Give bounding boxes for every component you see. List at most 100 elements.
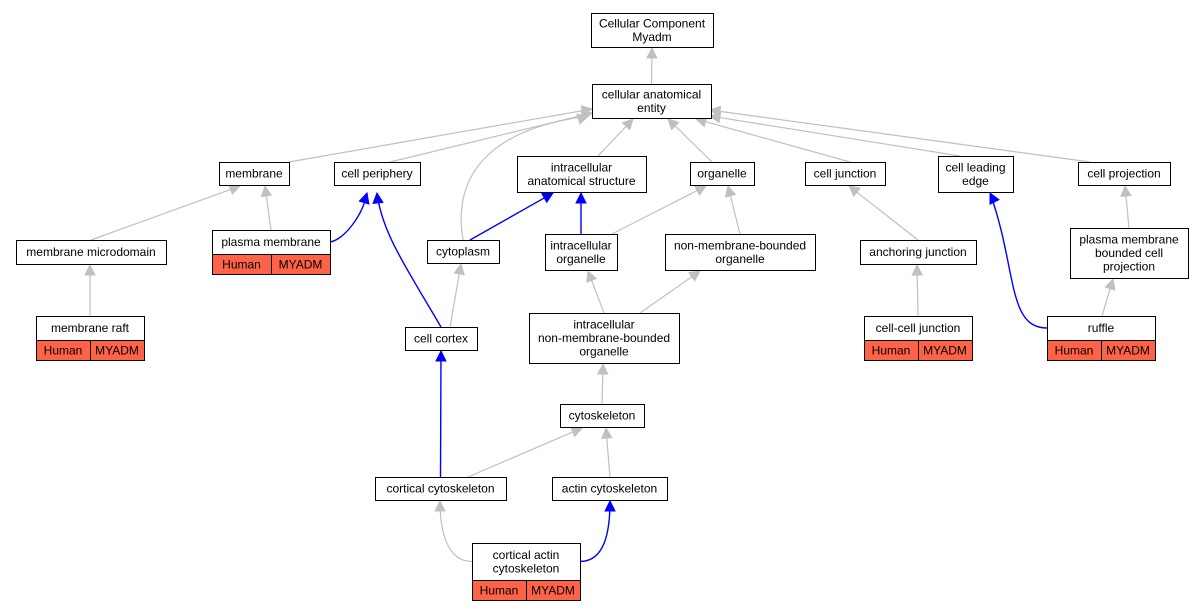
edge-arrowhead	[260, 184, 273, 198]
edge-line	[705, 121, 851, 163]
node-box	[219, 162, 290, 186]
node-label-line: edge	[962, 174, 989, 188]
edge-line	[729, 195, 741, 235]
edge-cae-to-root	[646, 46, 658, 85]
node-cytoplasm[interactable]: cytoplasm	[427, 240, 500, 264]
node-label-line: cell junction	[814, 167, 877, 181]
node-box	[405, 327, 478, 351]
node-label-line: cell leading	[945, 160, 1005, 174]
edge-arrowhead	[604, 499, 616, 512]
edge-line	[288, 110, 583, 163]
node-label-line: cell periphery	[341, 167, 412, 181]
edge-arrowhead	[596, 362, 609, 375]
edge-arrowhead	[646, 46, 658, 59]
node-label-line: actin cytoskeleton	[562, 482, 657, 496]
edge-line	[597, 125, 627, 157]
node-box	[560, 404, 645, 428]
edge-line	[611, 190, 698, 235]
annotation-gene-cell	[1101, 340, 1156, 361]
annotation-gene-label: MYADM	[531, 584, 575, 598]
edge-arrowhead	[575, 191, 587, 204]
edge-arrowhead	[576, 113, 590, 125]
node-actin-cytoskeleton[interactable]: actin cytoskeleton	[552, 477, 668, 501]
edge-arrowhead	[541, 192, 554, 204]
node-cell-projection[interactable]: cell projection	[1078, 162, 1171, 186]
edge-arrowhead	[911, 263, 924, 276]
node-box	[864, 316, 973, 341]
edge-intracellular-organelle-to-intracellular-as	[575, 191, 587, 234]
edge-arrowhead	[586, 269, 598, 283]
edge-arrowhead	[570, 426, 584, 438]
annotation-gene-label: MYADM	[279, 258, 323, 272]
annotation-gene-cell	[526, 580, 581, 601]
node-box	[212, 230, 331, 255]
edge-arrowhead	[601, 426, 613, 439]
node-box	[472, 543, 581, 581]
edge-membrane-microdomain-to-membrane	[90, 184, 242, 241]
node-box	[592, 84, 712, 119]
edge-arrowhead	[724, 184, 737, 198]
edge-line	[719, 116, 961, 157]
node-label-line: intracellular	[573, 318, 634, 332]
node-box	[1070, 228, 1189, 279]
node-box	[690, 162, 755, 186]
node-intracellular-nmb-organelle[interactable]: intracellularnon-membrane-boundedorganel…	[529, 313, 680, 364]
edge-cell-cell-junction-to-anchoring-junction	[911, 263, 924, 317]
node-cell-junction[interactable]: cell junction	[805, 162, 886, 186]
edge-arrowhead	[621, 118, 634, 131]
node-membrane[interactable]: membrane	[219, 162, 290, 186]
node-box	[375, 477, 507, 501]
node-label-line: intracellular	[550, 238, 611, 252]
node-label-line: organelle	[715, 252, 765, 266]
annotation-species-label: Human	[222, 258, 261, 272]
node-cytoskeleton[interactable]: cytoskeleton	[560, 404, 645, 428]
annotation-gene-label: MYADM	[923, 344, 967, 358]
node-cortical-cytoskeleton[interactable]: cortical cytoskeleton	[375, 477, 507, 501]
edge-cortical-actin-cytoskeleton-to-cortical-cytoskeleton	[434, 499, 473, 563]
edge-arrowhead	[848, 185, 861, 198]
node-organelle[interactable]: organelle	[690, 162, 755, 186]
node-label-line: organelle	[697, 167, 747, 181]
edge-line	[606, 437, 611, 478]
edge-pm-bounded-projection-to-cell-projection	[1120, 184, 1132, 229]
edge-cell-cortex-to-cytoplasm	[449, 262, 465, 328]
edge-arrowhead	[667, 118, 680, 131]
edge-line	[1101, 288, 1111, 317]
node-cell-periphery[interactable]: cell periphery	[334, 162, 421, 186]
edge-line	[989, 192, 1048, 329]
node-cell-cortex[interactable]: cell cortex	[405, 327, 478, 351]
node-anchoring-junction[interactable]: anchoring junction	[860, 240, 977, 265]
edge-line	[590, 280, 605, 314]
edge-cortical-cytoskeleton-to-cytoskeleton	[467, 426, 584, 478]
annotation-gene-cell	[271, 254, 331, 275]
node-label-line: plasma membrane	[1079, 233, 1179, 247]
edge-cortical-cytoskeleton-to-cell-cortex	[435, 349, 447, 478]
node-box	[591, 13, 714, 48]
edge-arrowhead	[1120, 184, 1132, 198]
node-membrane-microdomain[interactable]: membrane microdomain	[16, 240, 167, 265]
edge-cytoskeleton-to-intracellular-nmb-organelle	[596, 362, 609, 405]
node-label-line: Cellular Component	[599, 16, 706, 30]
node-box	[805, 162, 886, 186]
edge-arrowhead	[434, 499, 446, 512]
node-label-line: cell-cell junction	[876, 321, 961, 335]
edge-line	[916, 274, 919, 317]
node-box	[552, 477, 668, 501]
edge-arrowhead	[989, 192, 1000, 205]
edge-actin-cytoskeleton-to-cytoskeleton	[601, 426, 613, 478]
edge-intracellular-as-to-cae	[597, 118, 634, 157]
edge-intracellular-nmb-organelle-to-nmb-organelle	[639, 270, 701, 314]
edge-arrowhead	[708, 105, 722, 118]
